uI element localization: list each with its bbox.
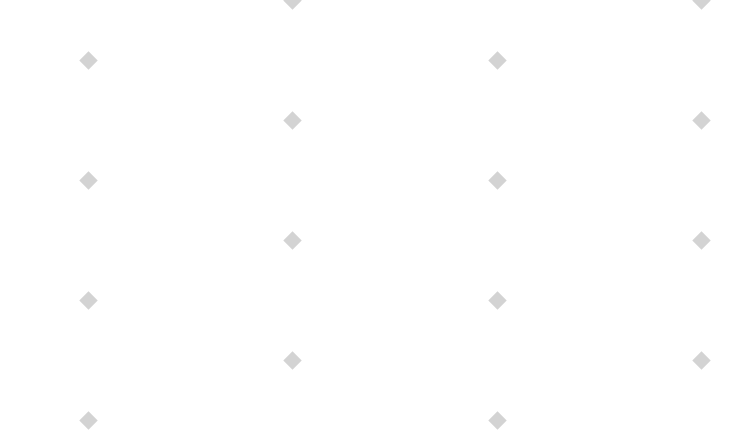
diamond-icon (691, 110, 711, 130)
diamond-icon (487, 50, 507, 70)
diamond-icon (78, 410, 98, 430)
diamond-icon (78, 290, 98, 310)
diamond-icon (487, 290, 507, 310)
diamond-icon (78, 170, 98, 190)
diamond-icon (282, 110, 302, 130)
diamond-icon (487, 170, 507, 190)
diamond-icon (691, 350, 711, 370)
diamond-icon (78, 50, 98, 70)
diamond-icon (691, 230, 711, 250)
diamond-icon (282, 350, 302, 370)
diamond-icon (487, 410, 507, 430)
diamond-icon (282, 0, 302, 10)
diamond-icon (691, 0, 711, 10)
diamond-icon (282, 230, 302, 250)
